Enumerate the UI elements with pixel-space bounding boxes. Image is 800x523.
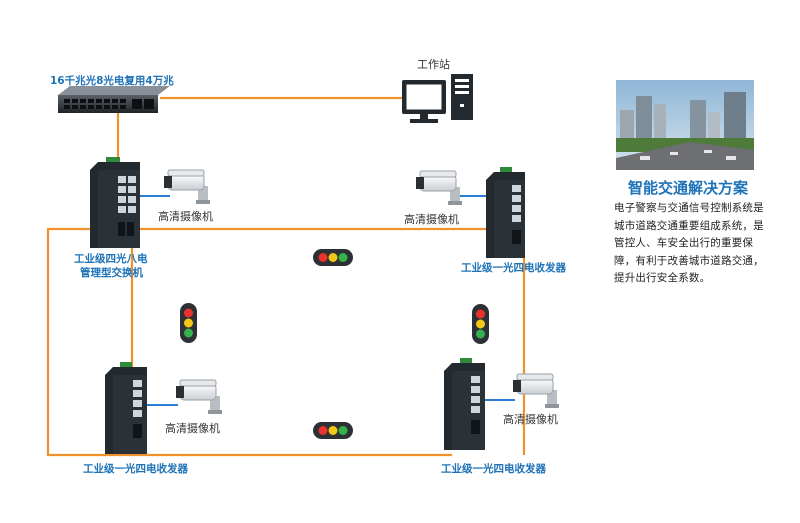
- camera-label: 高清摄像机: [165, 422, 220, 435]
- traffic-light-icon: [472, 304, 489, 344]
- camera-label: 高清摄像机: [158, 210, 213, 223]
- traffic-light-icon: [313, 422, 353, 439]
- fiber-links: [46, 96, 526, 457]
- transceiver-icon: [486, 167, 525, 258]
- panel-description: 电子警察与交通信号控制系统是城市道路交通重要组成系统，是管控人、车安全出行的重要…: [614, 202, 764, 284]
- camera-icon: [164, 169, 210, 204]
- city-photo-icon: [616, 80, 754, 170]
- industrial-switch-label-line2: 管理型交换机: [80, 267, 143, 279]
- core-switch-label: 16千兆光8光电复用4万兆: [50, 75, 174, 87]
- transceiver-label: 工业级一光四电收发器: [441, 463, 546, 475]
- transceiver-icon: [444, 358, 485, 450]
- camera-label: 高清摄像机: [503, 413, 558, 426]
- traffic-light-icon: [180, 303, 197, 343]
- traffic-light-icon: [313, 249, 353, 266]
- industrial-switch-icon: [90, 157, 140, 248]
- link-ring-left: [46, 227, 452, 457]
- transceiver-icon: [105, 362, 147, 454]
- panel-title: 智能交通解决方案: [627, 179, 748, 197]
- camera-label: 高清摄像机: [404, 213, 459, 226]
- camera-icon: [513, 373, 559, 408]
- workstation-icon: [402, 74, 473, 123]
- industrial-switch-label-line1: 工业级四光八电: [74, 253, 148, 265]
- transceiver-label: 工业级一光四电收发器: [83, 463, 188, 475]
- rack-switch-icon: [58, 86, 170, 113]
- camera-icon: [416, 170, 462, 205]
- transceiver-label: 工业级一光四电收发器: [461, 262, 566, 274]
- camera-icon: [176, 379, 222, 414]
- workstation-label: 工作站: [417, 58, 450, 71]
